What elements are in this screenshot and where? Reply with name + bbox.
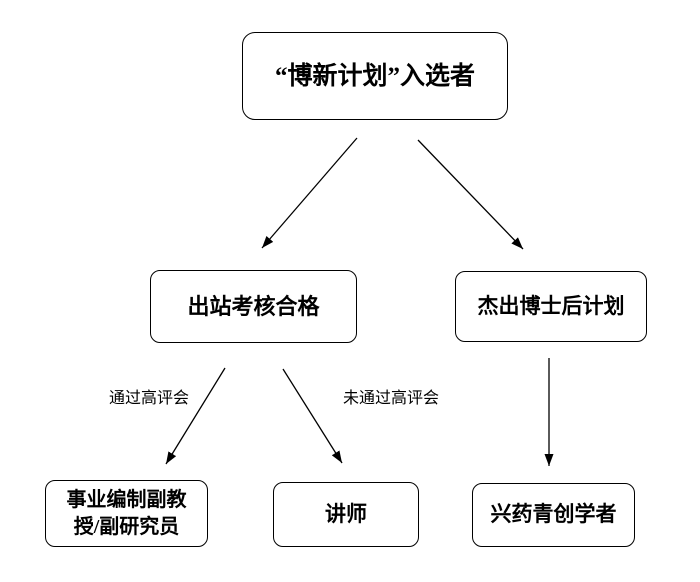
node-tenured-associate-professor-researcher: 事业编制副教授/副研究员 bbox=[45, 480, 208, 547]
node-outstanding-postdoc-program: 杰出博士后计划 bbox=[455, 271, 647, 342]
arrow-top-to-midright-icon bbox=[417, 139, 524, 250]
node-xingyao-young-innovation-scholar: 兴药青创学者 bbox=[472, 483, 635, 547]
arrow-midleft-to-bottommid-icon bbox=[282, 368, 343, 464]
node-boxin-plan-selectees: “博新计划”入选者 bbox=[242, 32, 508, 120]
node-exit-assessment-passed: 出站考核合格 bbox=[150, 270, 357, 343]
edge-label-passed-review: 通过高评会 bbox=[108, 390, 189, 407]
arrow-midleft-to-bottomleft-icon bbox=[165, 367, 226, 465]
arrow-top-to-midleft-icon bbox=[261, 137, 358, 249]
edge-label-not-passed-review: 未通过高评会 bbox=[342, 390, 439, 407]
node-lecturer: 讲师 bbox=[273, 482, 419, 547]
